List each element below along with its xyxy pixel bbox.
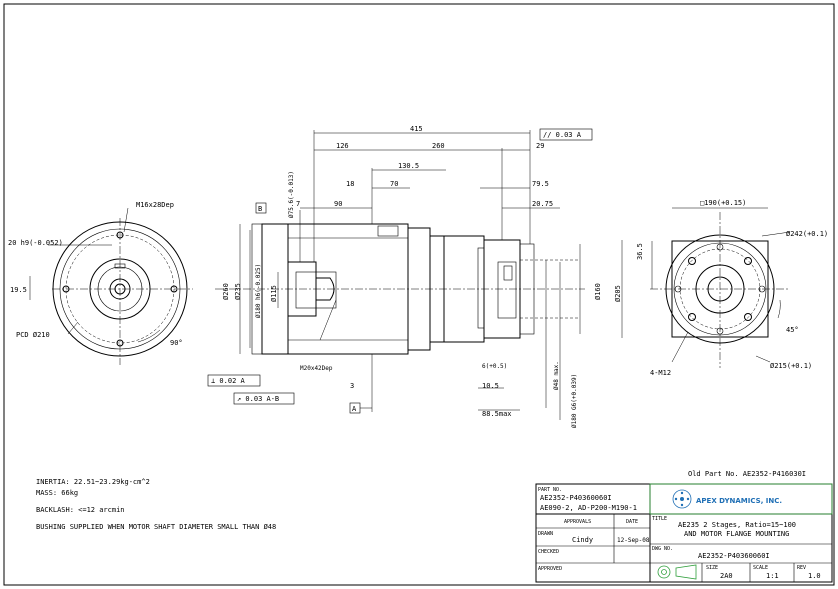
company-logo-frame	[649, 483, 833, 515]
side-dim-lines	[239, 130, 623, 420]
dia180g6-label: Ø180 G6(+0.039)	[571, 374, 578, 428]
tol-perp: ⊥ 0.02 A	[211, 377, 246, 385]
dim-130-5: 130.5	[398, 162, 419, 170]
dia242-label: Ø242(+0.1)	[786, 230, 828, 238]
dim-6: 6(+0.5)	[482, 363, 507, 370]
dwg-no: AE2352-P40360060I	[698, 552, 770, 560]
dim-415: 415	[410, 125, 423, 133]
dim-260: 260	[432, 142, 445, 150]
ang90-label: 90°	[170, 339, 183, 347]
m20-label: M20x42Dep	[300, 365, 333, 372]
company-logo-icon	[672, 489, 692, 509]
note-bushing: BUSHING SUPPLIED WHEN MOTOR SHAFT DIAMET…	[36, 523, 276, 531]
dia115-label: Ø115	[270, 285, 278, 302]
rev-value: 1.0	[808, 572, 821, 580]
datum-b: B	[258, 205, 262, 213]
size-value: 2A0	[720, 572, 733, 580]
approved-label: APPROVED	[538, 566, 562, 572]
dim-29: 29	[536, 142, 544, 150]
datum-b-frame	[255, 202, 267, 214]
dim-88-5: 88.5max	[482, 410, 512, 418]
sq190-label: □190(+0.15)	[700, 199, 746, 207]
dia205-label: Ø205	[614, 285, 622, 302]
dwg-no-label: DWG NO.	[652, 546, 673, 552]
title-line-1: AE235 2 Stages, Ratio=15~100	[678, 521, 796, 529]
note-inertia: INERTIA: 22.51~23.29kg-cm^2	[36, 478, 150, 486]
tol-runout: ↗ 0.03 A-B	[237, 395, 279, 403]
tol-parallel-frame	[539, 128, 593, 141]
drawn-by: Cindy	[572, 536, 593, 544]
dim-79-5: 79.5	[532, 180, 549, 188]
checked-label: CHECKED	[538, 549, 559, 555]
dia48-label: Ø48 max.	[553, 361, 560, 390]
side-view	[215, 223, 585, 355]
dim-7: 7	[296, 200, 300, 208]
tol-runout-frame	[233, 392, 295, 405]
company-name: APEX DYNAMICS, INC.	[696, 497, 782, 505]
dim-3: 3	[350, 382, 354, 390]
drawn-date: 12-Sep-08	[617, 537, 650, 544]
drawn-label: DRAWN	[538, 531, 553, 537]
size-label: SIZE	[706, 565, 718, 571]
dim-126: 126	[336, 142, 349, 150]
title-line-2: AND MOTOR FLANGE MOUNTING	[684, 530, 789, 538]
part-no-label: PART NO.	[538, 487, 562, 493]
scale-label: SCALE	[753, 565, 768, 571]
ang45-label: 45°	[786, 326, 799, 334]
projection-symbol-icon	[657, 564, 697, 580]
note-backlash: BACKLASH: <=12 arcmin	[36, 506, 125, 514]
left-end-view	[29, 207, 193, 365]
dim-20-75: 20.75	[532, 200, 553, 208]
tol-perp-frame	[207, 374, 261, 387]
part-no-1: AE2352-P40360060I	[540, 494, 612, 502]
tol-parallel: // 0.03 A	[543, 131, 582, 139]
approvals-label: APPROVALS	[564, 519, 591, 525]
dim-10-5: 10.5	[482, 382, 499, 390]
rev-label: REV	[797, 565, 806, 571]
d36-5-label: 36.5	[636, 243, 644, 260]
m16-label: M16x28Dep	[136, 201, 174, 209]
title-label: TITLE	[652, 516, 667, 522]
dia235-label: Ø235	[234, 283, 242, 300]
datum-a: A	[352, 405, 357, 413]
dia75-label: Ø75.6(-0.013)	[288, 171, 295, 218]
old-part-number: Old Part No. AE2352-P416030I	[688, 470, 806, 478]
dia215-label: Ø215(+0.1)	[770, 362, 812, 370]
sheet-border	[3, 3, 835, 586]
dia160-label: Ø160	[594, 283, 602, 300]
dim-70: 70	[390, 180, 398, 188]
d19-5-label: 19.5	[10, 286, 27, 294]
dim-18: 18	[346, 180, 354, 188]
date-label: DATE	[626, 519, 638, 525]
scale-value: 1:1	[766, 572, 779, 580]
note-mass: MASS: 66kg	[36, 489, 78, 497]
part-no-2: AE090-2, AD-P200-M190-1	[540, 504, 637, 512]
dia180-label: Ø180 h6(-0.025)	[255, 264, 262, 318]
dim-90: 90	[334, 200, 342, 208]
title-block	[535, 483, 833, 583]
dia260-label: Ø260	[222, 283, 230, 300]
right-end-view	[650, 207, 791, 368]
m12-label: 4-M12	[650, 369, 671, 377]
pcd-label: PCD Ø210	[16, 331, 50, 339]
h20-label: 20 h9(-0.052)	[8, 239, 63, 247]
